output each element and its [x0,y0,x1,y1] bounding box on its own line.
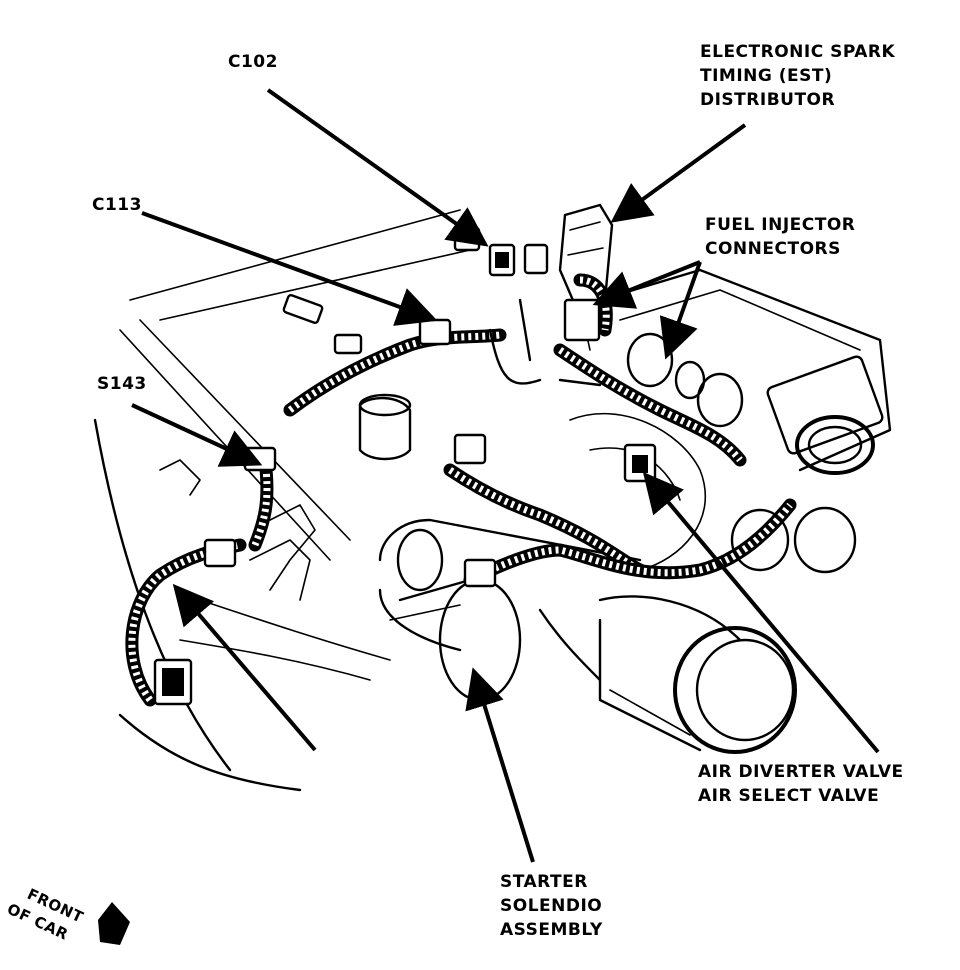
front-of-car-arrow [98,902,130,945]
throttle-body [730,355,884,574]
label-est-line-1: ELECTRONIC SPARK [700,42,896,62]
arrow-fuel-injector-2 [659,261,702,360]
pointer-arrows [131,88,880,863]
label-est-line-3: DISTRIBUTOR [700,90,836,110]
label-starter-line-1: STARTER [500,872,588,892]
connectors [153,226,657,706]
label-c113-text: C113 [92,195,142,215]
label-fuel-line-2: CONNECTORS [705,239,841,259]
arrow-starter [465,667,535,863]
label-est-distributor: ELECTRONIC SPARK TIMING (EST) DISTRIBUTO… [700,40,895,112]
arrow-fuel-injector-1 [592,260,701,309]
label-fuel-line-1: FUEL INJECTOR [705,215,856,235]
label-s143: S143 [97,372,147,396]
label-est-line-2: TIMING (EST) [700,66,833,86]
wiring-harness [125,273,797,707]
label-air-line-1: AIR DIVERTER VALVE [698,762,904,782]
engine-block [538,595,797,754]
arrow-est-distributor [610,123,747,223]
label-air-valves: AIR DIVERTER VALVE AIR SELECT VALVE [698,760,904,808]
label-c102: C102 [228,50,278,74]
arrow-c102 [266,88,489,247]
air-inlet [358,393,412,461]
label-starter-line-2: SOLENDIO [500,896,603,916]
label-fuel-injector: FUEL INJECTOR CONNECTORS [705,213,855,261]
arrow-air-valves [642,471,880,754]
label-starter: STARTER SOLENDIO ASSEMBLY [500,870,603,942]
label-s143-text: S143 [97,374,147,394]
label-air-line-2: AIR SELECT VALVE [698,786,880,806]
label-c113: C113 [92,193,142,217]
arrow-s143 [131,403,263,467]
label-c102-text: C102 [228,52,278,72]
fender-outline [93,209,471,792]
arrow-c113 [141,211,438,326]
label-starter-line-3: ASSEMBLY [500,920,603,940]
arrow-harness [172,583,317,752]
